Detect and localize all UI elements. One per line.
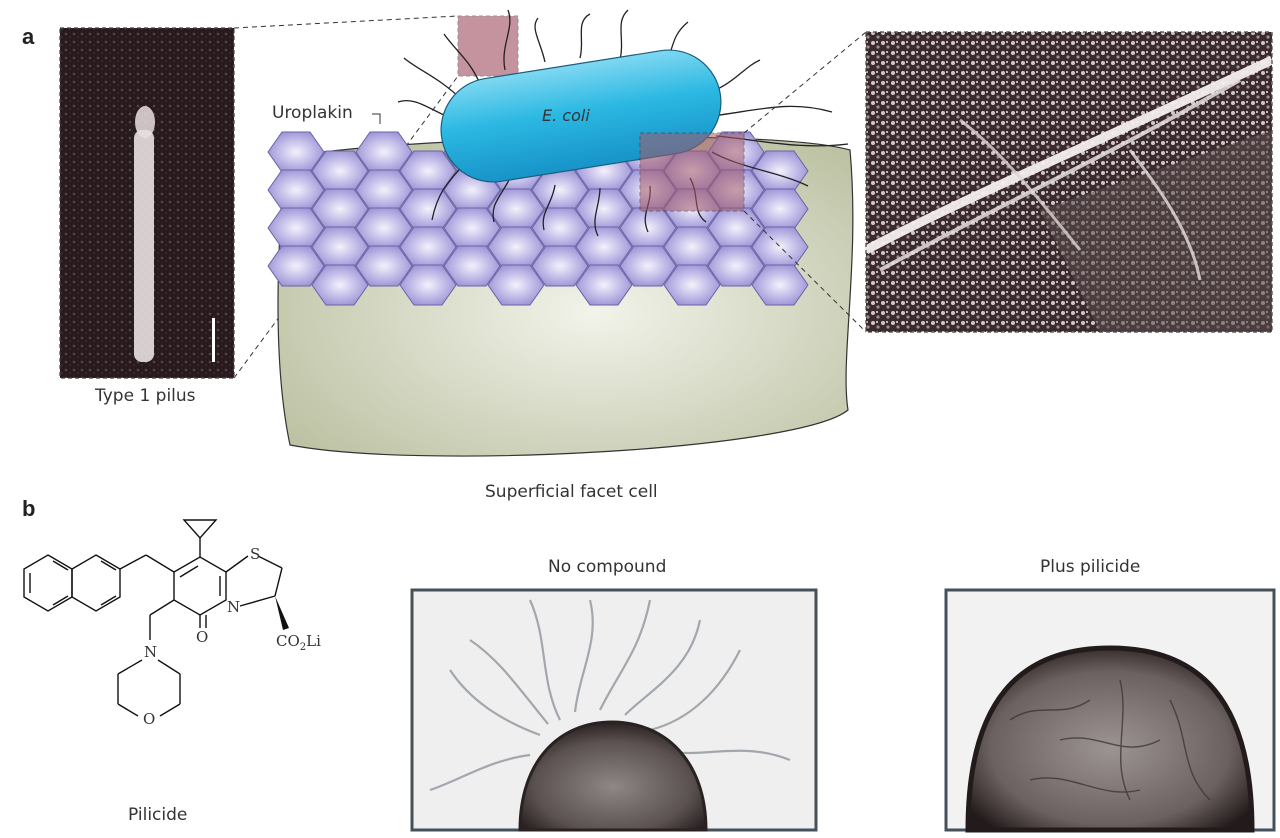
plus-pilicide-title: Plus pilicide [1040,557,1140,577]
